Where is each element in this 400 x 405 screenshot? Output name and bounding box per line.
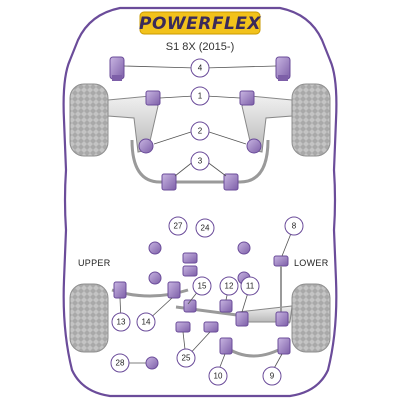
top-mount-left bbox=[109, 56, 125, 81]
callout-13: 13 bbox=[111, 312, 131, 332]
callout-1: 1 bbox=[190, 86, 210, 106]
bush-24 bbox=[182, 252, 198, 277]
bush-12 bbox=[219, 299, 233, 313]
svg-text:2: 2 bbox=[198, 127, 203, 136]
callout-14: 14 bbox=[136, 312, 156, 332]
callout-15: 15 bbox=[192, 276, 212, 296]
callout-4: 4 bbox=[190, 58, 210, 78]
tyre-rear-right bbox=[291, 283, 331, 353]
svg-text:8: 8 bbox=[292, 222, 297, 231]
bush-11 bbox=[235, 311, 249, 327]
bush-unlabelled-mid-left bbox=[148, 271, 162, 285]
svg-text:15: 15 bbox=[198, 282, 207, 291]
brand-logo: POWERFLEX bbox=[138, 10, 262, 36]
bush-15 bbox=[183, 299, 197, 313]
svg-text:10: 10 bbox=[214, 372, 223, 381]
bush-13 bbox=[113, 281, 127, 299]
callout-9: 9 bbox=[262, 366, 282, 386]
callout-11: 11 bbox=[240, 276, 260, 296]
arb-bush-right bbox=[223, 173, 239, 191]
callout-25: 25 bbox=[176, 348, 196, 368]
callout-24: 24 bbox=[195, 218, 215, 238]
bush-28 bbox=[145, 356, 159, 370]
logo-text: POWERFLEX bbox=[139, 14, 261, 34]
bush-14 bbox=[167, 281, 181, 299]
svg-text:1: 1 bbox=[198, 92, 203, 101]
svg-text:9: 9 bbox=[270, 372, 275, 381]
svg-text:27: 27 bbox=[174, 222, 183, 231]
callout-8: 8 bbox=[284, 216, 304, 236]
arm-bush-front-left bbox=[145, 90, 161, 106]
callout-12: 12 bbox=[219, 276, 239, 296]
callout-2: 2 bbox=[190, 121, 210, 141]
svg-text:24: 24 bbox=[201, 224, 210, 233]
tyre-front-right bbox=[291, 83, 331, 157]
svg-text:4: 4 bbox=[198, 64, 203, 73]
trailing-arm bbox=[223, 344, 287, 358]
svg-text:11: 11 bbox=[246, 282, 255, 291]
callout-27: 27 bbox=[168, 216, 188, 236]
svg-text:25: 25 bbox=[182, 354, 191, 363]
arb-bush-left bbox=[161, 173, 177, 191]
label-upper: UPPER bbox=[78, 258, 111, 268]
tyre-rear-left bbox=[69, 283, 109, 353]
bush-25 bbox=[175, 321, 219, 333]
svg-text:3: 3 bbox=[198, 157, 203, 166]
callout-3: 3 bbox=[190, 151, 210, 171]
svg-text:12: 12 bbox=[225, 282, 234, 291]
svg-text:28: 28 bbox=[116, 359, 125, 368]
tyre-front-left bbox=[69, 83, 109, 157]
arm-bush-rear-right bbox=[246, 138, 262, 154]
label-lower: LOWER bbox=[294, 258, 329, 268]
bush-unlabelled-mid-right bbox=[237, 241, 251, 255]
leader-lines-rear bbox=[119, 225, 295, 373]
model-title: S1 8X (2015-) bbox=[165, 41, 235, 53]
bush-9 bbox=[277, 337, 291, 355]
bush-27 bbox=[148, 241, 162, 255]
bush-rear-upright bbox=[275, 311, 289, 327]
top-mount-right bbox=[275, 56, 291, 81]
bush-10 bbox=[219, 337, 233, 355]
bush-8 bbox=[273, 255, 289, 267]
car-outline bbox=[62, 6, 338, 398]
leader-lines-front bbox=[123, 65, 277, 177]
callout-28: 28 bbox=[110, 353, 130, 373]
arm-bush-rear-left bbox=[138, 138, 154, 154]
svg-text:14: 14 bbox=[142, 318, 151, 327]
svg-text:13: 13 bbox=[117, 318, 126, 327]
arm-bush-front-right bbox=[239, 90, 255, 106]
callout-10: 10 bbox=[208, 366, 228, 386]
anti-roll-bar-front bbox=[130, 139, 270, 184]
